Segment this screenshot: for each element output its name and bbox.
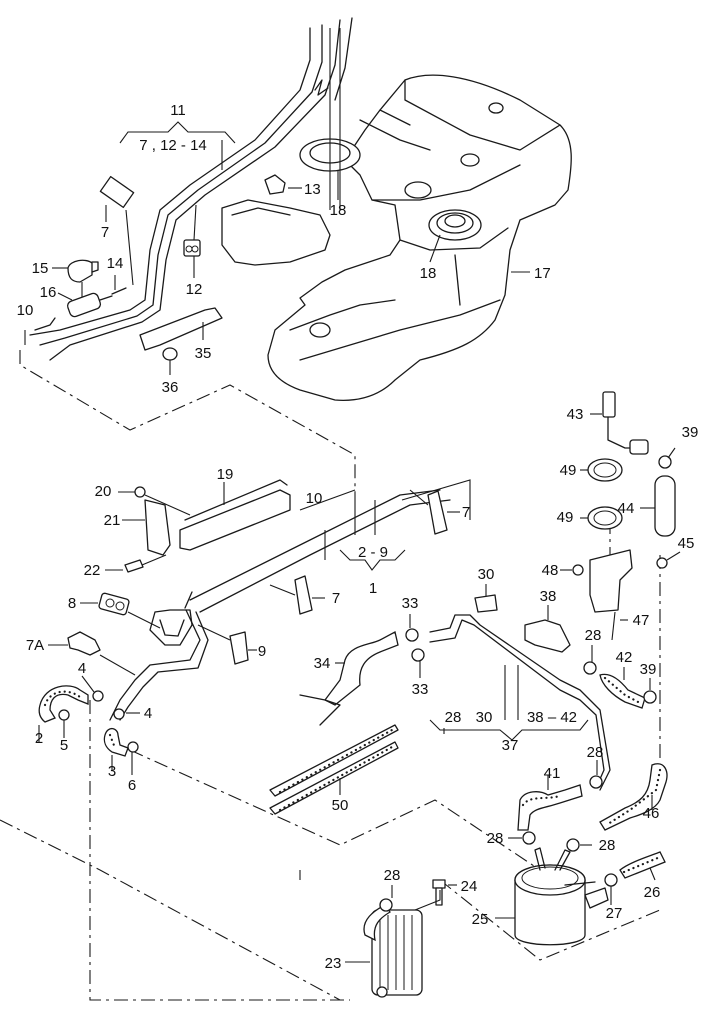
hoses-left xyxy=(38,675,140,775)
fuel-lines-upper xyxy=(29,17,353,361)
label-44: 44 xyxy=(618,500,635,517)
label-12: 12 xyxy=(186,281,203,298)
label-39-lower: 39 xyxy=(640,661,657,678)
label-25: 25 xyxy=(472,911,489,928)
fuel-tank xyxy=(221,74,572,401)
label-18-lower: 18 xyxy=(420,265,437,282)
label-50: 50 xyxy=(332,797,349,814)
label-7-top: 7 xyxy=(101,224,109,241)
label-39-top: 39 xyxy=(682,424,699,441)
label-30: 30 xyxy=(478,566,495,583)
label-48: 48 xyxy=(542,562,559,579)
parts-lower xyxy=(269,724,666,998)
label-3: 3 xyxy=(108,763,116,780)
route-lines xyxy=(0,350,661,1001)
label-9: 9 xyxy=(258,643,266,660)
label-7-mid: 7 xyxy=(332,590,340,607)
label-28-cooler: 28 xyxy=(384,867,401,884)
parts-upper-left xyxy=(24,174,302,375)
label-10-top: 10 xyxy=(17,302,34,319)
bracket-11 xyxy=(119,121,236,170)
label-24: 24 xyxy=(461,878,478,895)
label-37-ref-28: 28 xyxy=(445,709,462,726)
label-23: 23 xyxy=(325,955,342,972)
label-37-ref-30: 30 xyxy=(476,709,493,726)
label-4-right: 4 xyxy=(144,705,152,722)
label-21: 21 xyxy=(104,512,121,529)
label-49-lower: 49 xyxy=(557,509,574,526)
label-47: 47 xyxy=(633,612,650,629)
label-36: 36 xyxy=(162,379,179,396)
label-28-right: 28 xyxy=(585,627,602,644)
label-42: 42 xyxy=(616,649,633,666)
label-33-lower: 33 xyxy=(412,681,429,698)
label-16: 16 xyxy=(40,284,57,301)
label-45: 45 xyxy=(678,535,695,552)
label-35: 35 xyxy=(195,345,212,362)
label-7A: 7A xyxy=(26,637,44,654)
label-33-upper: 33 xyxy=(402,595,419,612)
label-13: 13 xyxy=(304,181,321,198)
label-14: 14 xyxy=(107,255,124,272)
label-5: 5 xyxy=(60,737,68,754)
label-4-left: 4 xyxy=(78,660,86,677)
label-1: 1 xyxy=(369,580,377,597)
label-34: 34 xyxy=(314,655,331,672)
label-28-upper: 28 xyxy=(587,744,604,761)
label-7-right: 7 xyxy=(462,504,470,521)
label-27: 27 xyxy=(606,905,623,922)
label-11-range: 7 , 12 - 14 xyxy=(139,137,207,154)
label-28-filter-left: 28 xyxy=(487,830,504,847)
label-41: 41 xyxy=(544,765,561,782)
label-26: 26 xyxy=(644,884,661,901)
label-1-range: 2 - 9 xyxy=(358,544,388,561)
bracket-1 xyxy=(339,549,406,571)
label-20: 20 xyxy=(95,483,112,500)
label-11: 11 xyxy=(170,102,186,119)
label-18-upper: 18 xyxy=(330,202,347,219)
label-22: 22 xyxy=(84,562,101,579)
label-17: 17 xyxy=(534,265,551,282)
label-43: 43 xyxy=(567,406,584,423)
label-37: 37 xyxy=(502,737,519,754)
parts-mid-left xyxy=(48,479,460,676)
label-37-ref-38-42: 38 – 42 xyxy=(527,709,577,726)
label-46: 46 xyxy=(643,805,660,822)
label-15: 15 xyxy=(32,260,49,277)
label-38: 38 xyxy=(540,588,557,605)
parts-mid-right xyxy=(299,391,681,831)
label-leaders xyxy=(337,170,588,734)
label-6: 6 xyxy=(128,777,136,794)
label-2: 2 xyxy=(35,730,43,747)
label-49-upper: 49 xyxy=(560,462,577,479)
part-labels: 11 7 , 12 - 14 13 18 18 17 7 12 15 14 16… xyxy=(17,102,699,972)
label-8: 8 xyxy=(68,595,76,612)
label-10-mid: 10 xyxy=(306,490,323,507)
label-28-filter-right: 28 xyxy=(599,837,616,854)
label-19: 19 xyxy=(217,466,234,483)
